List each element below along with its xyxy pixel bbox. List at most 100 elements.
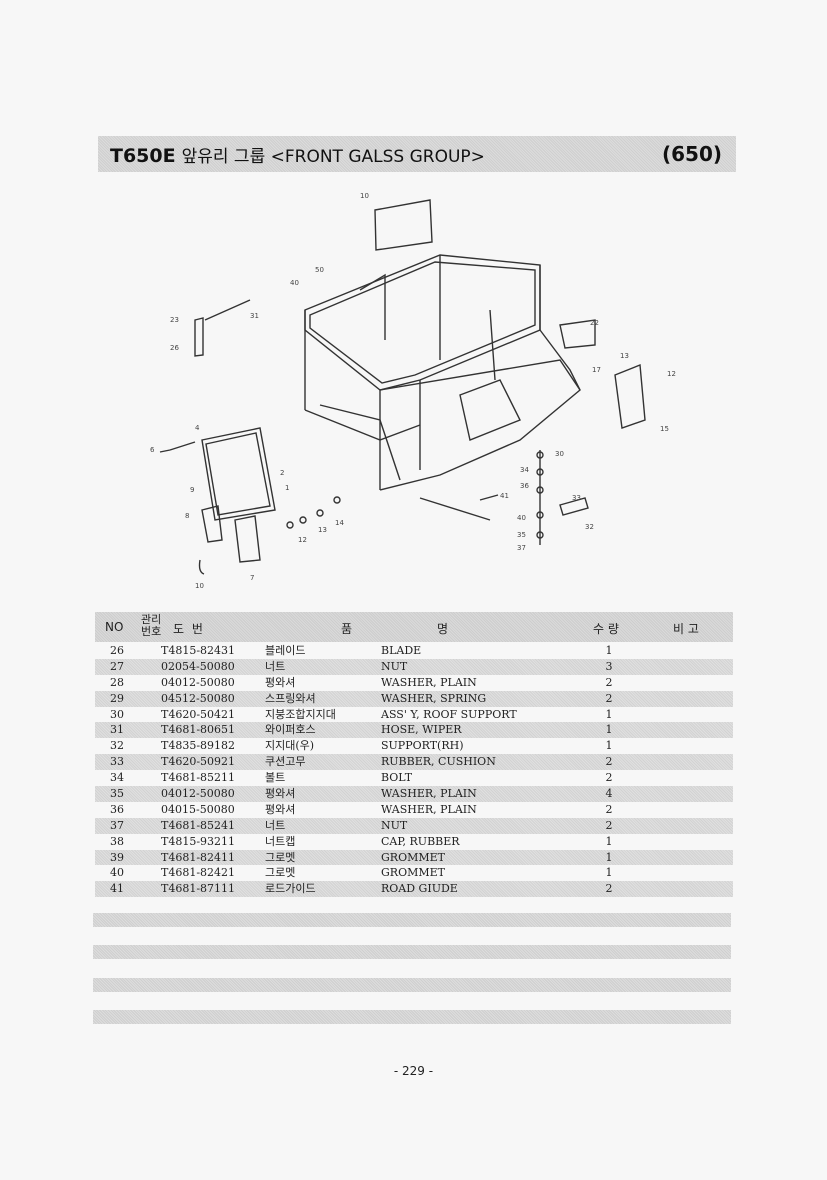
table-row: 41 T4681-87111 로드가이드 ROAD GIUDE 2 bbox=[95, 881, 733, 898]
english-name: ROAD GIUDE bbox=[381, 882, 458, 896]
svg-text:30: 30 bbox=[555, 450, 564, 458]
row-number: 30 bbox=[110, 707, 124, 721]
model-code: T650E bbox=[110, 144, 176, 167]
english-name: GROMMET bbox=[381, 850, 445, 864]
korean-name: 지지대(우) bbox=[265, 739, 315, 753]
row-number: 36 bbox=[110, 802, 124, 816]
part-number: 04012-50080 bbox=[161, 675, 235, 689]
svg-text:41: 41 bbox=[500, 492, 509, 500]
part-number: T4681-82411 bbox=[161, 850, 236, 864]
quantity: 1 bbox=[605, 866, 613, 880]
korean-name: 지붕조합지지대 bbox=[265, 707, 336, 721]
header-name-left: 품 bbox=[341, 622, 353, 636]
empty-row-band bbox=[93, 1010, 731, 1024]
svg-text:10: 10 bbox=[195, 582, 204, 590]
part-number: T4681-82421 bbox=[161, 866, 236, 880]
english-name: WASHER, PLAIN bbox=[381, 787, 477, 801]
korean-name: 볼트 bbox=[265, 771, 286, 785]
quantity: 2 bbox=[605, 818, 613, 832]
korean-name: 그로멧 bbox=[265, 866, 296, 880]
quantity: 1 bbox=[605, 739, 613, 753]
svg-text:15: 15 bbox=[660, 425, 669, 433]
korean-name: 너트캡 bbox=[265, 834, 296, 848]
svg-text:23: 23 bbox=[170, 316, 179, 324]
quantity: 1 bbox=[605, 644, 613, 657]
svg-text:1: 1 bbox=[285, 484, 289, 492]
quantity: 1 bbox=[605, 834, 613, 848]
svg-text:14: 14 bbox=[335, 519, 344, 527]
english-name: SUPPORT(RH) bbox=[381, 739, 464, 753]
svg-text:4: 4 bbox=[195, 424, 200, 432]
row-number: 31 bbox=[110, 723, 124, 737]
svg-text:12: 12 bbox=[667, 370, 676, 378]
svg-text:26: 26 bbox=[170, 344, 179, 352]
korean-name: 너트 bbox=[265, 818, 286, 832]
quantity: 1 bbox=[605, 850, 613, 864]
part-number: 04012-50080 bbox=[161, 787, 235, 801]
english-name: RUBBER, CUSHION bbox=[381, 755, 496, 769]
korean-name: 너트 bbox=[265, 659, 286, 673]
part-number: T4681-85241 bbox=[161, 818, 236, 832]
quantity: 3 bbox=[605, 659, 613, 673]
svg-text:31: 31 bbox=[250, 312, 259, 320]
svg-text:7: 7 bbox=[250, 574, 254, 582]
row-number: 28 bbox=[110, 675, 124, 689]
exploded-parts-diagram: 10 50 40 23 26 31 22 13 17 12 15 6 4 2 1… bbox=[150, 192, 676, 590]
svg-text:2: 2 bbox=[280, 469, 284, 477]
svg-text:40: 40 bbox=[517, 514, 526, 522]
header-name-right: 명 bbox=[437, 622, 449, 636]
row-number: 26 bbox=[110, 644, 124, 657]
row-number: 35 bbox=[110, 787, 124, 801]
korean-name: 그로멧 bbox=[265, 850, 296, 864]
svg-text:50: 50 bbox=[315, 266, 324, 274]
row-number: 38 bbox=[110, 834, 124, 848]
row-number: 34 bbox=[110, 771, 124, 785]
korean-name: 스프링와셔 bbox=[265, 691, 316, 705]
english-name: WASHER, PLAIN bbox=[381, 675, 477, 689]
part-number: 04015-50080 bbox=[161, 802, 235, 816]
header-qty: 수 량 bbox=[593, 622, 619, 636]
svg-text:36: 36 bbox=[520, 482, 529, 490]
svg-text:8: 8 bbox=[185, 512, 189, 520]
korean-name: 로드가이드 bbox=[265, 882, 316, 896]
english-name: HOSE, WIPER bbox=[381, 723, 462, 737]
english-name: NUT bbox=[381, 818, 408, 832]
svg-text:10: 10 bbox=[360, 192, 369, 200]
quantity: 2 bbox=[605, 755, 613, 769]
part-number: T4681-87111 bbox=[161, 882, 236, 896]
page-number: - 229 - bbox=[393, 1064, 434, 1078]
row-number: 40 bbox=[110, 866, 124, 880]
quantity: 4 bbox=[605, 787, 613, 801]
row-number: 32 bbox=[110, 739, 124, 753]
english-name: CAP, RUBBER bbox=[381, 834, 460, 848]
english-name: ASS' Y, ROOF SUPPORT bbox=[381, 707, 517, 721]
svg-text:40: 40 bbox=[290, 279, 299, 287]
svg-text:33: 33 bbox=[572, 494, 581, 502]
svg-text:35: 35 bbox=[517, 531, 526, 539]
quantity: 2 bbox=[605, 882, 613, 896]
row-number: 33 bbox=[110, 755, 124, 769]
row-number: 37 bbox=[110, 818, 124, 832]
group-code: (650) bbox=[661, 142, 722, 166]
row-number: 39 bbox=[110, 850, 124, 864]
svg-text:37: 37 bbox=[517, 544, 526, 552]
row-number: 27 bbox=[110, 659, 124, 673]
quantity: 2 bbox=[605, 802, 613, 816]
korean-name: 평와셔 bbox=[265, 675, 296, 689]
row-number: 41 bbox=[110, 882, 124, 896]
row-number: 29 bbox=[110, 691, 124, 705]
